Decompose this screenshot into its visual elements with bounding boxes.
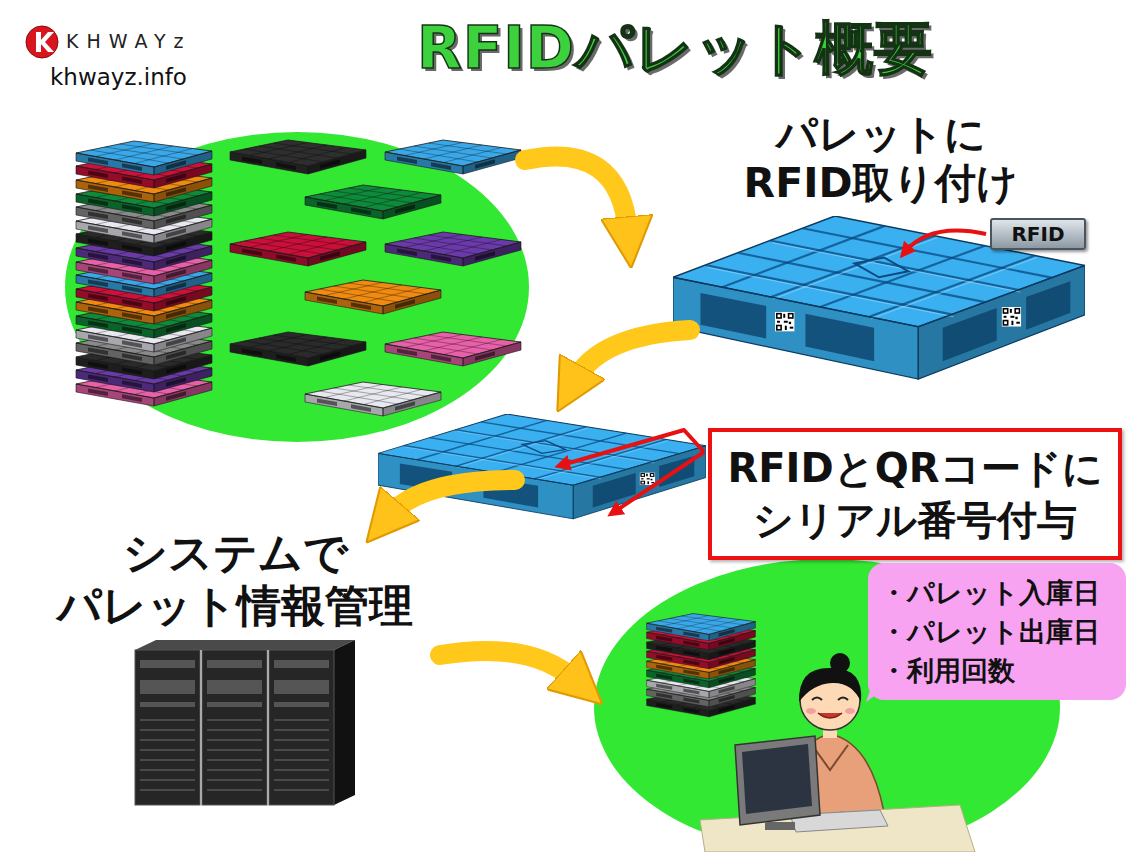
flow-arrows — [390, 156, 690, 680]
pallet-stack — [647, 614, 756, 717]
brand-name-box: KHWAYz — [66, 30, 192, 52]
tag-label: RFID — [1011, 224, 1064, 244]
bubble-item: ・利用回数 — [880, 651, 1114, 690]
site-url-box: khwayz.info — [50, 64, 187, 90]
pallet-stack — [76, 141, 212, 406]
ellipse-fill — [650, 100, 1112, 390]
callout-text: RFIDとQRコードに シリアル番号付与 — [718, 442, 1112, 546]
brand-name: KHWAYz — [66, 30, 192, 52]
step-label: システムで パレット情報管理 — [20, 527, 450, 633]
step-ellipse: システムで パレット情報管理 — [0, 515, 500, 820]
rfid-tag: RFID — [990, 218, 1086, 250]
speech-bubble: ・パレット入庫日・パレット出庫日・利用回数 — [868, 563, 1126, 700]
bubble-item: ・パレット出庫日 — [880, 612, 1114, 651]
serial-pallet — [378, 414, 706, 519]
server-rack — [135, 640, 355, 805]
step-ellipse: パレットに RFID取り付け RFID — [650, 100, 1112, 390]
pallets — [230, 140, 521, 416]
ground-ellipse — [65, 132, 529, 442]
site-url: khwayz.info — [50, 64, 187, 90]
title-area: RFIDパレット概要 — [370, 14, 980, 84]
callout-box: RFIDとQRコードに シリアル番号付与 — [708, 428, 1122, 560]
page-title: RFIDパレット概要 — [370, 14, 980, 84]
ellipse-fill — [0, 515, 500, 820]
bubble-item: ・パレット入庫日 — [880, 573, 1114, 612]
logo-icon — [26, 26, 58, 58]
rfid-pallet — [673, 216, 1085, 379]
step-label: パレットに RFID取り付け — [681, 110, 1081, 208]
